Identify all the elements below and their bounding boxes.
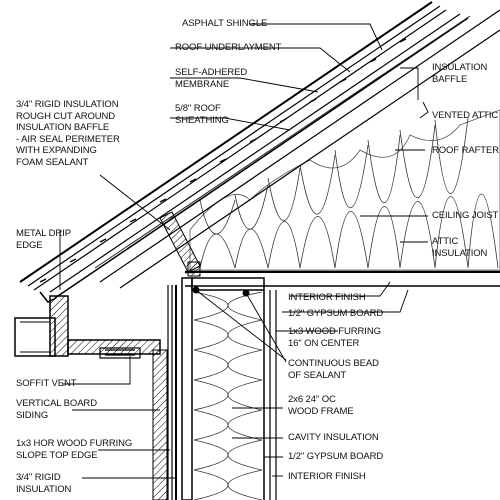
label-soffit-vent: SOFFIT VENT	[16, 378, 77, 389]
label-interior-finish-top: INTERIOR FINISH	[288, 292, 366, 303]
label-metal-drip-edge: METAL DRIP EDGE	[16, 228, 71, 251]
label-wood-furring: 1x3 WOOD FURRING 16" ON CENTER	[288, 326, 381, 349]
exterior-wall-layers	[152, 285, 177, 500]
label-roof-sheathing: 5/8" ROOF SHEATHING	[175, 103, 229, 126]
roof-assembly	[19, 1, 500, 299]
cavity-insulation	[193, 291, 263, 500]
label-ceiling-joist: CEILING JOIST	[432, 210, 499, 221]
eave-fascia	[14, 291, 161, 357]
leader-lines	[59, 23, 429, 479]
label-rigid-insulation-baffle: 3/4" RIGID INSULATION ROUGH CUT AROUND I…	[16, 99, 120, 168]
label-roof-underlayment: ROOF UNDERLAYMENT	[175, 42, 282, 53]
soffit-vent	[99, 347, 141, 359]
label-insulation-baffle: INSULATION BAFFLE	[432, 62, 488, 85]
label-rigid-insulation: 3/4" RIGID INSULATION	[16, 472, 72, 495]
label-wood-frame: 2x6 24" OC WOOD FRAME	[288, 394, 354, 417]
label-gypsum-board-top: 1/2" GYPSUM BOARD	[288, 308, 384, 319]
label-cavity-insulation: CAVITY INSULATION	[288, 432, 379, 443]
label-gypsum-board-bottom: 1/2" GYPSUM BOARD	[288, 451, 384, 462]
label-self-adhered-membrane: SELF-ADHERED MEMBRANE	[175, 67, 248, 90]
label-interior-finish-bottom: INTERIOR FINISH	[288, 471, 366, 482]
label-roof-rafter: ROOF RAFTER	[432, 145, 499, 156]
label-vertical-board-siding: VERTICAL BOARD SIDING	[16, 398, 97, 421]
ceiling-joist	[185, 270, 500, 287]
label-continuous-sealant: CONTINUOUS BEAD OF SEALANT	[288, 358, 379, 381]
label-vented-attic: VENTED ATTIC	[432, 110, 499, 121]
wall-frame	[181, 277, 277, 500]
label-hor-wood-furring: 1x3 HOR WOOD FURRING SLOPE TOP EDGE	[16, 438, 133, 461]
attic-insulation-batt	[189, 109, 500, 271]
label-attic-insulation: ATTIC INSULATION	[432, 236, 488, 259]
label-asphalt-shingle: ASPHALT SHINGLE	[182, 18, 268, 29]
